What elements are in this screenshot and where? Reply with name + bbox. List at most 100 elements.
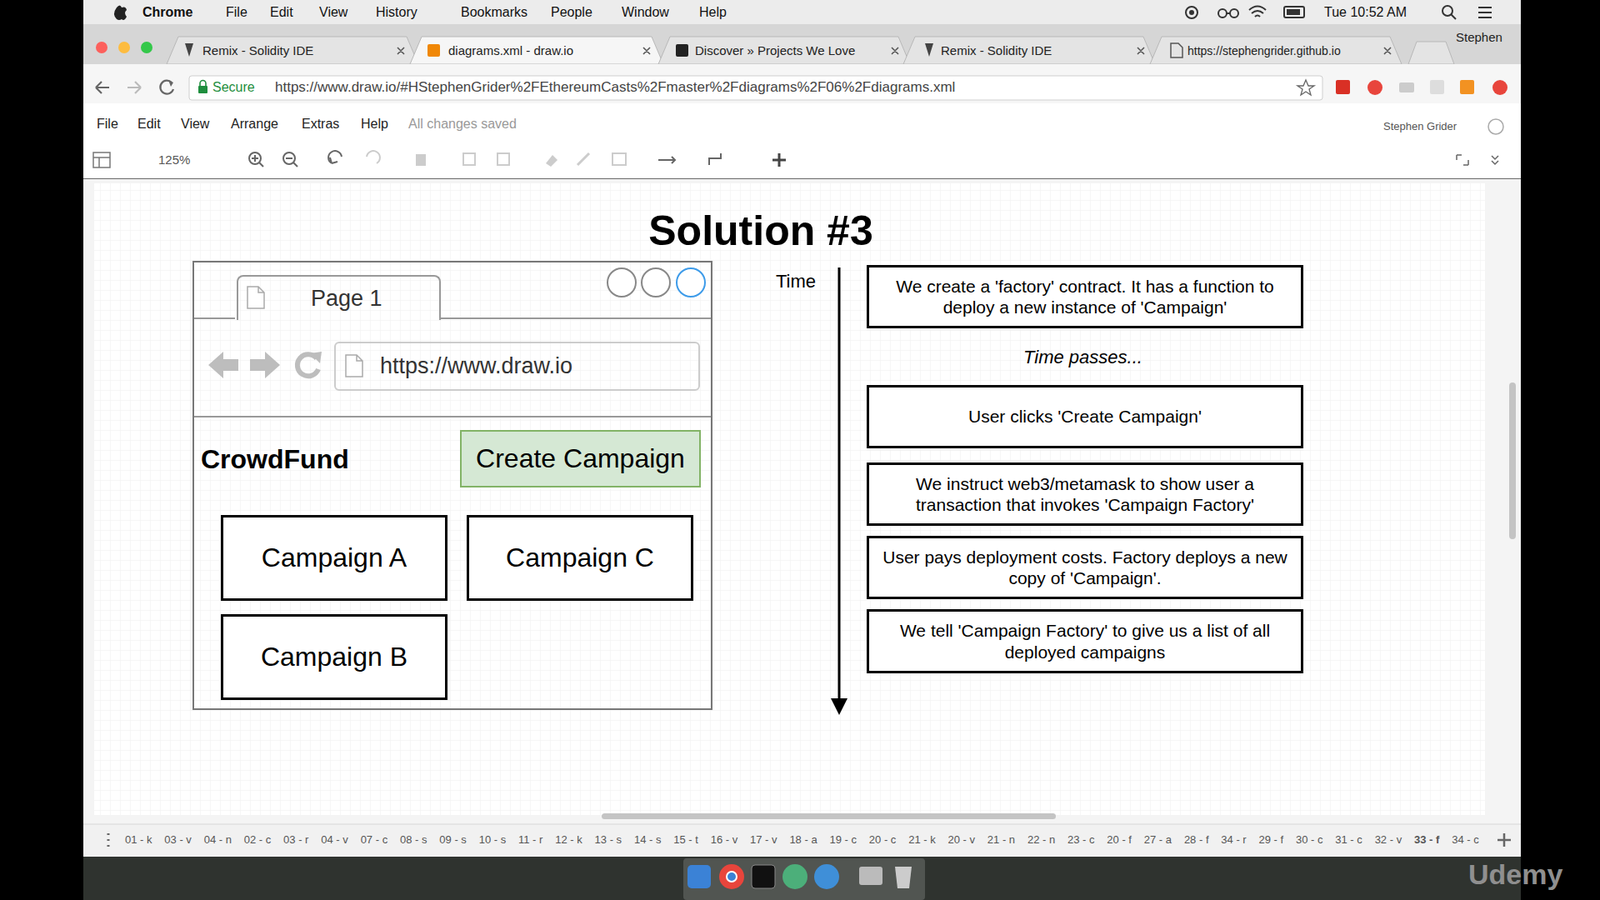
toolbar-text: View xyxy=(180,116,210,132)
format-panel-icon xyxy=(93,157,110,168)
timeline-arrowhead xyxy=(830,698,848,715)
chrome-icon xyxy=(726,871,737,882)
process-box: We tell 'Campaign Factory' to give us a … xyxy=(866,609,1304,674)
redo-icon xyxy=(366,150,380,164)
zoom-light xyxy=(140,41,153,54)
drawio-header-border xyxy=(83,178,1521,180)
page-tab: 03 - r xyxy=(283,834,309,847)
process-box: User clicks 'Create Campaign' xyxy=(866,385,1304,449)
address-text: https://www.draw.io/#HStephenGrider%2FEt… xyxy=(275,79,955,96)
page-tab: 31 - c xyxy=(1335,834,1363,847)
extension-icon xyxy=(1367,80,1383,95)
page-tab: 23 - c xyxy=(1067,834,1095,847)
browser-tab xyxy=(903,36,1155,65)
page-tab: 02 - c xyxy=(244,834,272,847)
connection-icon xyxy=(658,156,675,164)
folder-icon xyxy=(859,866,883,885)
campaign-card: Campaign A xyxy=(220,515,448,601)
page-tab: 30 - c xyxy=(1295,834,1324,847)
lock-icon xyxy=(200,80,206,86)
new-tab xyxy=(1408,41,1455,65)
page-tab: 15 - t xyxy=(673,834,699,847)
chrome-icon xyxy=(719,864,745,890)
menu-item: Edit xyxy=(270,5,294,20)
toolbar-text: Edit xyxy=(137,116,161,132)
page-tab: 14 - s xyxy=(634,834,662,847)
drawio-header xyxy=(83,103,1521,179)
page-tab: 10 - s xyxy=(479,834,507,847)
tab-favicon xyxy=(427,44,440,57)
node-text: Campaign A xyxy=(261,541,407,574)
tab-favicon xyxy=(1170,43,1183,58)
page-tab: 21 - n xyxy=(987,834,1015,847)
node-text: User clicks 'Create Campaign' xyxy=(968,405,1202,427)
mock-forward-arrow xyxy=(250,351,280,379)
page-tab: 04 - n xyxy=(204,834,232,847)
tab-favicon xyxy=(925,43,934,57)
tab-title: https://stephengrider.github.io xyxy=(1187,44,1341,58)
horizontal-scrollbar xyxy=(601,813,1056,820)
waypoint-icon xyxy=(709,153,721,165)
mock-divider xyxy=(192,415,713,418)
node-text: Create Campaign xyxy=(475,442,685,475)
browser-tab: Page 1 xyxy=(236,275,441,320)
mock-reload xyxy=(310,351,322,364)
timeline-arrow xyxy=(838,267,841,702)
record-icon xyxy=(1189,10,1195,15)
collapse-icon xyxy=(1491,155,1499,165)
campaign-card: Campaign C xyxy=(466,515,694,601)
page-tab: 08 - s xyxy=(400,834,428,847)
insert-icon xyxy=(772,153,786,167)
page-tab-bar-border xyxy=(83,824,1521,825)
zoom-out-icon xyxy=(285,158,298,167)
extension-icon xyxy=(1460,80,1475,95)
browser-tab xyxy=(658,36,910,65)
line-color-icon xyxy=(577,153,590,165)
page-tab: 28 - f xyxy=(1184,834,1210,847)
page-menu-icon xyxy=(107,833,110,847)
browser-tab xyxy=(1150,36,1402,65)
menu-item: Chrome xyxy=(142,5,193,20)
apple-logo xyxy=(114,5,127,21)
browser-tab-active xyxy=(410,36,664,65)
battery-icon xyxy=(1284,6,1305,18)
menu-item: People xyxy=(550,5,593,20)
reload-button xyxy=(168,80,174,87)
address-text: Secure xyxy=(212,80,255,95)
tab-title: diagrams.xml - draw.io xyxy=(448,43,574,58)
app-icon xyxy=(814,864,840,890)
canvas-grid xyxy=(94,183,1485,815)
node-text: Campaign B xyxy=(260,640,408,673)
tab-strip xyxy=(83,24,1521,65)
menu-item: Help xyxy=(699,5,727,20)
front-icon xyxy=(463,153,475,165)
toolbar-text: All changes saved xyxy=(408,116,517,132)
tab-title: Stephen xyxy=(1455,30,1503,45)
node-text: User pays deployment costs. Factory depl… xyxy=(877,546,1293,589)
node-text: We instruct web3/metamask to show user a… xyxy=(877,473,1293,515)
page-tab: 29 - f xyxy=(1259,834,1285,847)
page-tab: 21 - k xyxy=(908,834,936,847)
url-field: https://www.draw.io xyxy=(334,341,700,391)
page-tab: 18 - a xyxy=(789,834,817,847)
page-tab: 34 - c xyxy=(1451,834,1480,847)
page-tab: 12 - k xyxy=(555,834,583,847)
page-tab: 27 - a xyxy=(1144,834,1172,847)
delete-icon xyxy=(415,154,426,166)
extension-icon xyxy=(1492,80,1508,95)
mock-window-button xyxy=(641,268,670,297)
mock-back-arrow xyxy=(208,351,239,379)
trash-icon xyxy=(895,866,912,889)
page-tab: 07 - c xyxy=(360,834,389,847)
page-tab: 13 - s xyxy=(595,834,623,847)
toolbar-text: Arrange xyxy=(230,116,279,132)
page-tab: 20 - f xyxy=(1106,834,1132,847)
page-tab: 01 - k xyxy=(125,834,153,847)
tab-favicon xyxy=(185,43,194,57)
fill-icon xyxy=(545,155,558,167)
lock-icon xyxy=(198,85,208,94)
menu-item: History xyxy=(375,5,418,20)
dock xyxy=(683,858,925,900)
campaign-card: Campaign B xyxy=(220,614,448,700)
shadow-icon xyxy=(612,153,626,165)
